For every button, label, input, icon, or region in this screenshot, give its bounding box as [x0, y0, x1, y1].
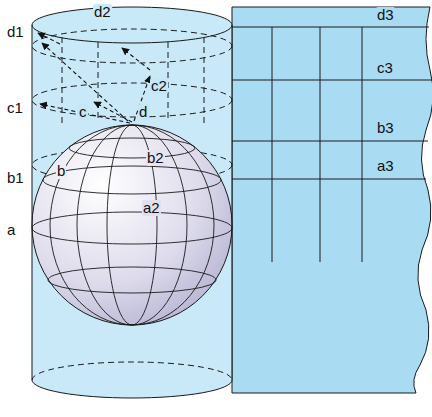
- point-label: b: [56, 163, 66, 179]
- point-label: d1: [6, 24, 25, 40]
- globe: [32, 125, 232, 325]
- point-label: a3: [376, 158, 395, 174]
- globe-graticule: [32, 125, 232, 325]
- projection-arrow: [38, 33, 150, 123]
- cylinder-body: [32, 25, 232, 398]
- point-label: b2: [146, 150, 165, 166]
- point-label: b1: [6, 170, 25, 186]
- dashed-parallels: [32, 29, 232, 380]
- point-label: d2: [93, 4, 112, 20]
- map-grid: [232, 27, 432, 262]
- point-label: c2: [150, 78, 168, 94]
- point-label: a: [6, 222, 16, 238]
- point-label: c1: [6, 100, 24, 116]
- point-label: c: [78, 104, 88, 120]
- point-label: d: [138, 104, 148, 120]
- unrolled-map: [232, 7, 432, 393]
- point-label: c3: [376, 60, 394, 76]
- point-label: b3: [376, 120, 395, 136]
- point-label: d3: [376, 7, 395, 23]
- cylinder-outline: [32, 25, 232, 398]
- point-label: a2: [142, 200, 161, 216]
